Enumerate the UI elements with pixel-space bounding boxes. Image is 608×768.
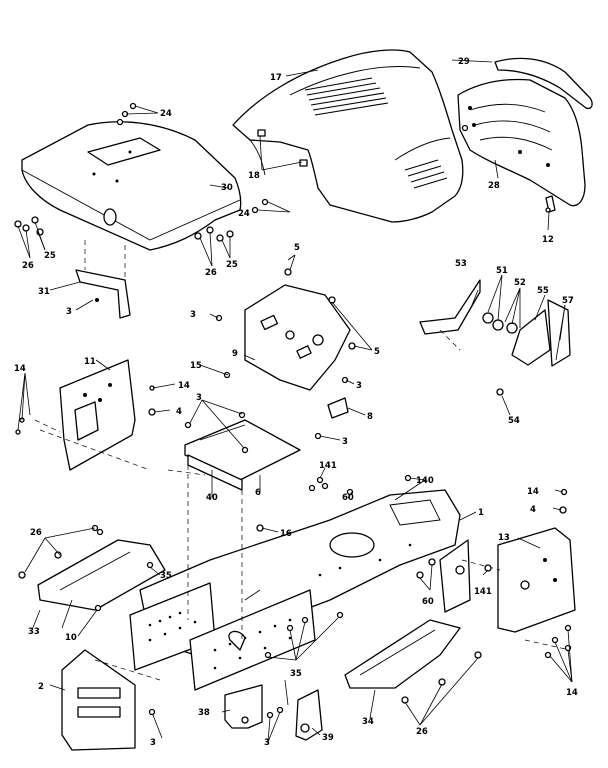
callout-40: 40 xyxy=(206,493,218,503)
hood xyxy=(232,49,464,223)
callout-55: 55 xyxy=(537,286,549,296)
callout-34: 34 xyxy=(362,717,374,727)
callout-25: 25 xyxy=(44,251,56,261)
callout-141: 141 xyxy=(474,587,492,597)
callout-14: 14 xyxy=(178,381,190,391)
callout-24: 24 xyxy=(238,209,250,219)
callout-35: 35 xyxy=(290,669,302,679)
callout-52: 52 xyxy=(514,278,526,288)
callout-25: 25 xyxy=(226,260,238,270)
dash-panel xyxy=(21,121,242,251)
callout-14: 14 xyxy=(566,688,578,698)
callout-1: 1 xyxy=(478,508,484,518)
callout-4: 4 xyxy=(176,407,182,417)
callout-18: 18 xyxy=(248,171,260,181)
callout-26: 26 xyxy=(22,261,34,271)
bracket-39 xyxy=(295,689,323,741)
callout-14: 14 xyxy=(527,487,539,497)
main-frame xyxy=(129,489,461,691)
callout-24: 24 xyxy=(160,109,172,119)
callout-5: 5 xyxy=(374,347,380,357)
assembly-guides xyxy=(34,240,571,681)
callout-numbers: 24 24 26 25 26 25 30 17 29 18 28 12 31 3… xyxy=(14,57,578,748)
bracket-38 xyxy=(224,684,263,729)
callout-8: 8 xyxy=(367,412,373,422)
callout-12: 12 xyxy=(542,235,554,245)
callout-16: 16 xyxy=(280,529,292,539)
callout-60: 60 xyxy=(422,597,434,607)
callout-35: 35 xyxy=(160,571,172,581)
callout-14: 14 xyxy=(14,364,26,374)
callout-54: 54 xyxy=(508,416,520,426)
callout-31: 31 xyxy=(38,287,50,297)
callout-26: 26 xyxy=(205,268,217,278)
right-footrest xyxy=(344,619,461,689)
callout-10: 10 xyxy=(65,633,77,643)
callout-57: 57 xyxy=(562,296,574,306)
callout-39: 39 xyxy=(322,733,334,743)
mount-plate xyxy=(184,419,301,491)
callout-3: 3 xyxy=(356,381,362,391)
callout-3: 3 xyxy=(190,310,196,320)
callout-38: 38 xyxy=(198,708,210,718)
callout-26: 26 xyxy=(30,528,42,538)
callout-141: 141 xyxy=(319,461,337,471)
front-bumper xyxy=(494,57,593,110)
callout-3: 3 xyxy=(66,307,72,317)
callout-9: 9 xyxy=(232,349,238,359)
front-plate xyxy=(61,649,136,751)
callout-3: 3 xyxy=(150,738,156,748)
hood-side-vents xyxy=(404,159,448,189)
callout-15: 15 xyxy=(190,361,202,371)
callout-3: 3 xyxy=(342,437,348,447)
callout-26: 26 xyxy=(416,727,428,737)
dash-bracket xyxy=(75,269,131,319)
callout-51: 51 xyxy=(496,266,508,276)
frame-holes xyxy=(148,543,412,670)
callout-140: 140 xyxy=(416,476,434,486)
callout-4: 4 xyxy=(530,505,536,515)
callout-11: 11 xyxy=(84,357,96,367)
callout-60: 60 xyxy=(342,493,354,503)
callout-53: 53 xyxy=(455,259,467,269)
callout-2: 2 xyxy=(38,682,44,692)
callout-6: 6 xyxy=(255,488,261,498)
dash-support xyxy=(244,284,351,391)
pedal-linkage xyxy=(419,279,571,396)
callout-28: 28 xyxy=(488,181,500,191)
hood-grill xyxy=(304,77,389,116)
rear-bracket xyxy=(439,539,471,613)
left-side-panel xyxy=(59,359,136,471)
callout-5: 5 xyxy=(294,243,300,253)
leader-lines xyxy=(17,59,573,743)
left-footrest xyxy=(37,539,166,611)
callout-29: 29 xyxy=(458,57,470,67)
callout-17: 17 xyxy=(270,73,282,83)
right-side-panel xyxy=(497,527,576,633)
callout-33: 33 xyxy=(28,627,40,637)
front-grill xyxy=(457,78,586,207)
callout-13: 13 xyxy=(498,533,510,543)
callout-3: 3 xyxy=(264,738,270,748)
callout-30: 30 xyxy=(221,183,233,193)
callout-3: 3 xyxy=(196,393,202,403)
